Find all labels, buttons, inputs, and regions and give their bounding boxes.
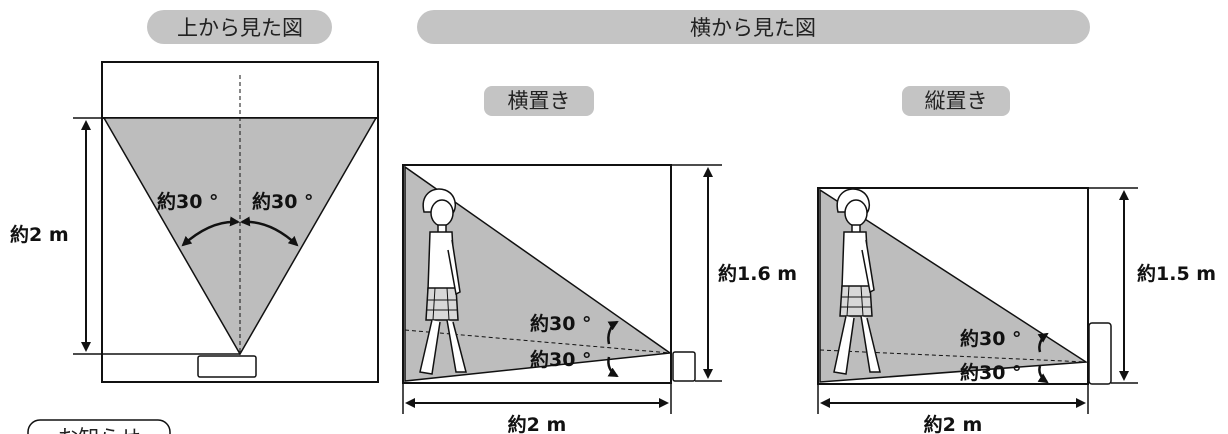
horizontal-title: 横置き — [508, 89, 571, 113]
vertical-room — [817, 187, 1089, 385]
top-view-angle-right-label: 約30 ° — [252, 190, 314, 213]
vertical-angle-arc-lower — [1037, 365, 1049, 384]
side-view-vertical: 縦置き 約30 ° 約30 ° 約1.5 m 約2 m — [817, 86, 1216, 434]
horizontal-person-figure — [419, 188, 467, 375]
top-view-angle-left-label: 約30 ° — [157, 190, 219, 213]
horizontal-title-pill — [484, 86, 594, 116]
horizontal-room — [402, 164, 672, 384]
vertical-center-axis — [819, 349, 1087, 363]
side-view-title-pill — [417, 10, 1090, 44]
horizontal-angle-arc-upper — [607, 320, 619, 345]
top-view-distance-label: 約2 m — [10, 223, 69, 246]
horizontal-angle-upper-label: 約30 ° — [530, 312, 592, 335]
vertical-angle-upper-label: 約30 ° — [960, 327, 1022, 350]
notice-box: お知らせ — [27, 419, 171, 434]
vertical-sensor — [1088, 322, 1112, 385]
top-view-sensor — [197, 355, 257, 378]
horizontal-distance-label: 約2 m — [508, 413, 567, 434]
notice-title: お知らせ — [57, 426, 141, 434]
top-view-angle-arc-right — [240, 216, 299, 247]
horizontal-angle-arc-lower — [607, 356, 619, 378]
top-view-angle-arc-left — [181, 216, 240, 247]
vertical-title-pill — [902, 86, 1010, 116]
horizontal-sensor — [672, 351, 696, 382]
vertical-height-label: 約1.5 m — [1137, 262, 1216, 285]
top-view: 上から見た図 約30 ° 約30 ° 約2 m — [10, 10, 379, 383]
vertical-detection-wedge — [819, 188, 1089, 383]
vertical-person-figure — [833, 188, 881, 375]
top-view-room — [101, 61, 379, 383]
vertical-angle-arc-upper — [1037, 332, 1049, 353]
side-view-title: 横から見た図 — [690, 16, 816, 40]
horizontal-angle-lower-label: 約30 ° — [530, 348, 592, 371]
vertical-title: 縦置き — [925, 89, 988, 113]
side-view-horizontal: 横置き 約30 ° 約30 ° 約1.6 m 約2 m — [402, 86, 797, 434]
vertical-distance-label: 約2 m — [924, 413, 983, 434]
vertical-angle-lower-label: 約30 ° — [960, 361, 1022, 384]
top-view-title: 上から見た図 — [177, 16, 303, 40]
horizontal-height-label: 約1.6 m — [718, 262, 797, 285]
top-view-title-pill — [147, 10, 332, 44]
horizontal-detection-wedge — [404, 165, 673, 382]
